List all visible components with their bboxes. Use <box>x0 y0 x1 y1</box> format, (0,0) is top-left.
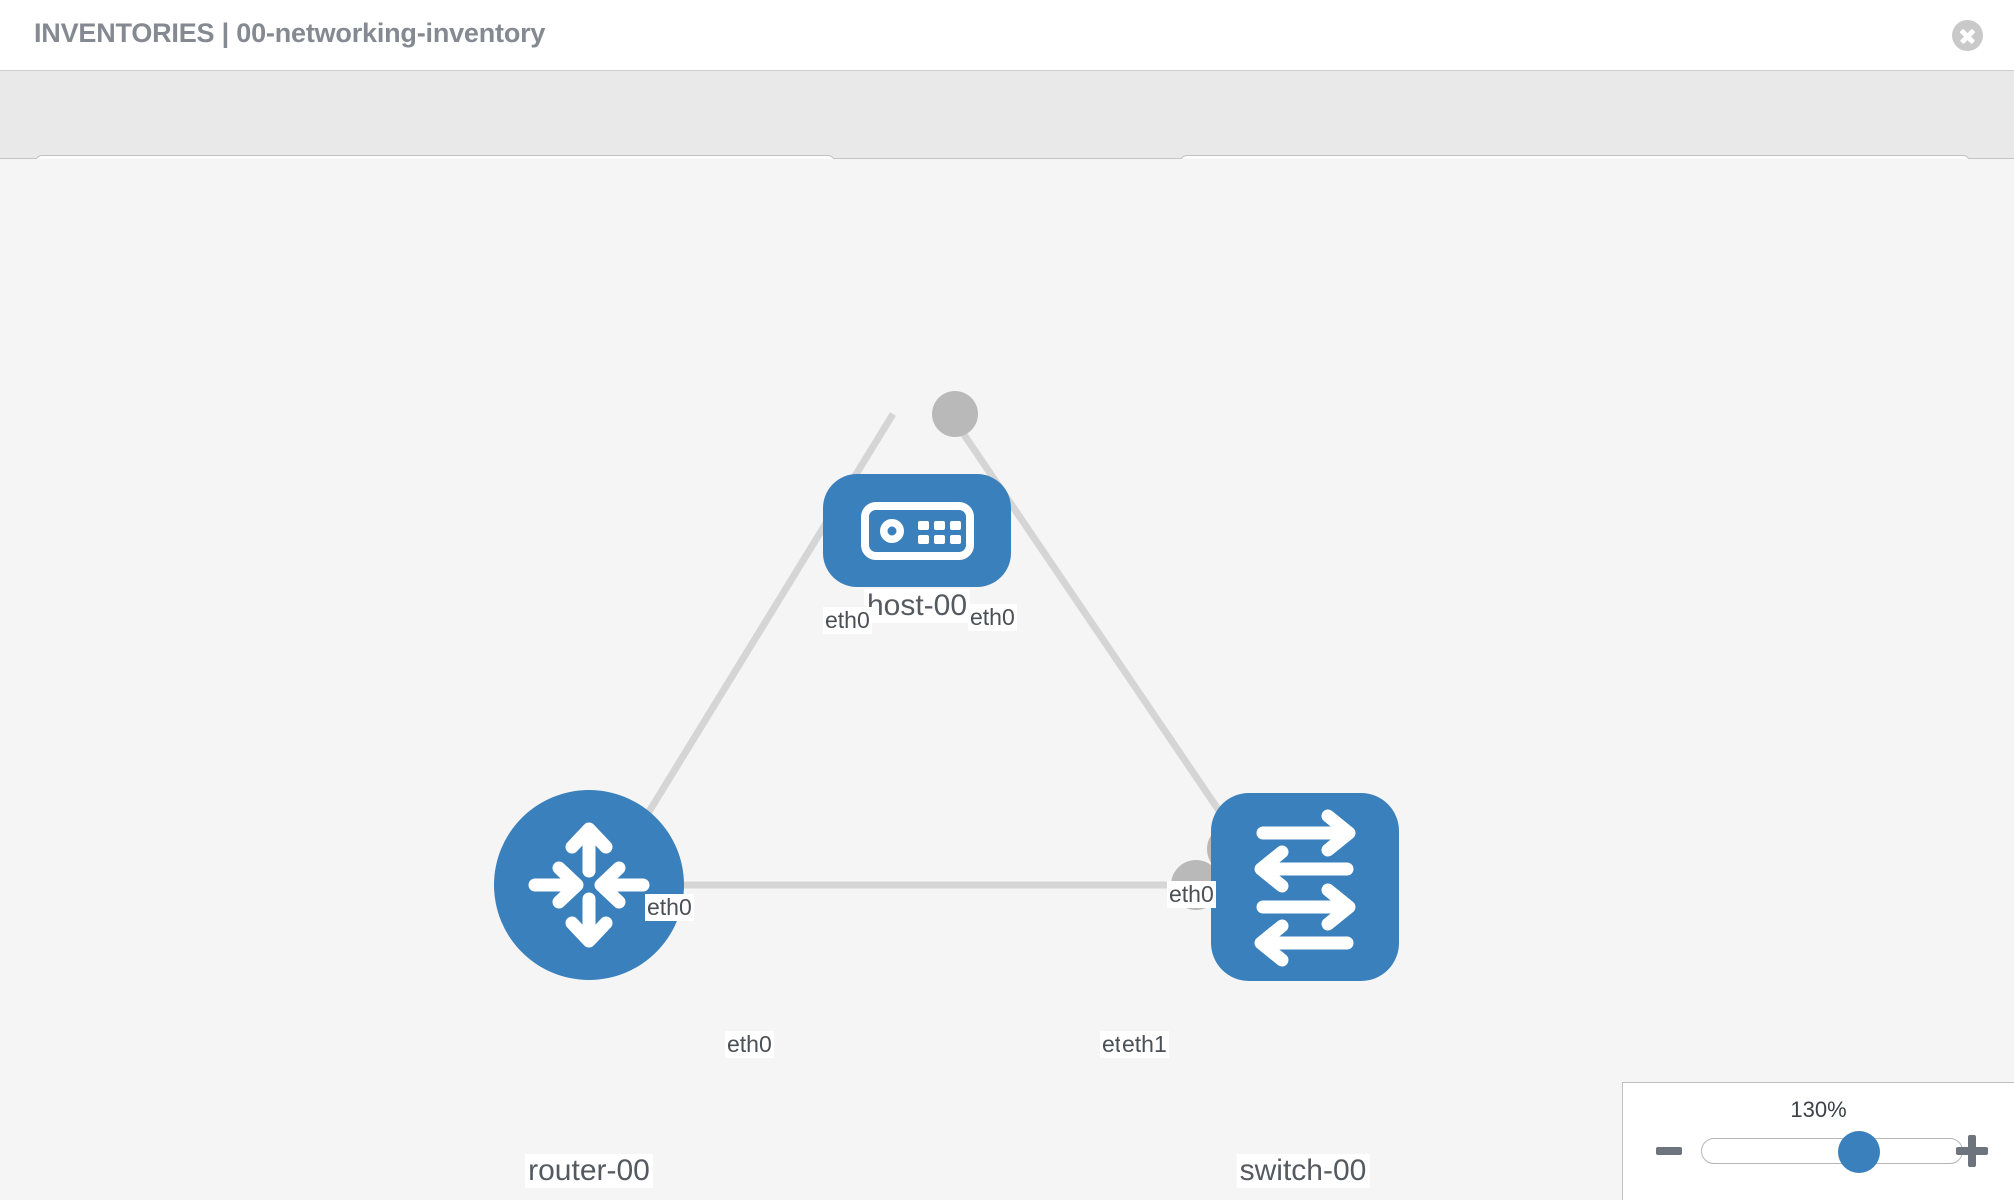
topology-canvas[interactable]: host-00 router-00 switch-00 eth0 eth0 et… <box>0 159 2014 1200</box>
zoom-slider-thumb[interactable] <box>1838 1131 1881 1173</box>
node-host-00[interactable] <box>823 474 1011 587</box>
zoom-in-button[interactable] <box>1956 1135 1988 1167</box>
edge-label-host-right: eth0 <box>968 604 1017 631</box>
edge-label-router-right: eth0 <box>725 1031 774 1058</box>
zoom-control-panel: 130% <box>1622 1082 2014 1200</box>
toolbar: ACTIONS SEARCH <box>0 71 2014 210</box>
edge-label-router-up: eth0 <box>645 894 694 921</box>
page-header: INVENTORIES | 00-networking-inventory <box>0 0 2014 71</box>
close-icon[interactable] <box>1952 20 1983 51</box>
topology-graph <box>494 391 1399 981</box>
router-icon <box>528 822 650 948</box>
zoom-level-value: 130% <box>1790 1097 1847 1122</box>
server-icon-dots <box>918 521 961 544</box>
edge-label-switch-up: eth0 <box>1167 881 1216 908</box>
node-router-00[interactable] <box>494 790 684 980</box>
connector-host-right <box>932 391 978 437</box>
connector-group <box>633 391 1257 910</box>
server-icon <box>861 502 974 560</box>
node-label-switch: switch-00 <box>1236 1154 1370 1188</box>
edge-label-switch-left: eth1 <box>1120 1031 1169 1058</box>
edge-label-host-left: eth0 <box>823 607 872 634</box>
switch-icon <box>1254 809 1356 967</box>
page-title: INVENTORIES | 00-networking-inventory <box>34 18 546 48</box>
node-label-host: host-00 <box>863 589 971 623</box>
node-switch-00[interactable] <box>1211 793 1399 981</box>
zoom-slider[interactable] <box>1701 1131 1963 1173</box>
zoom-out-button[interactable] <box>1656 1147 1682 1155</box>
node-label-router: router-00 <box>525 1154 653 1188</box>
